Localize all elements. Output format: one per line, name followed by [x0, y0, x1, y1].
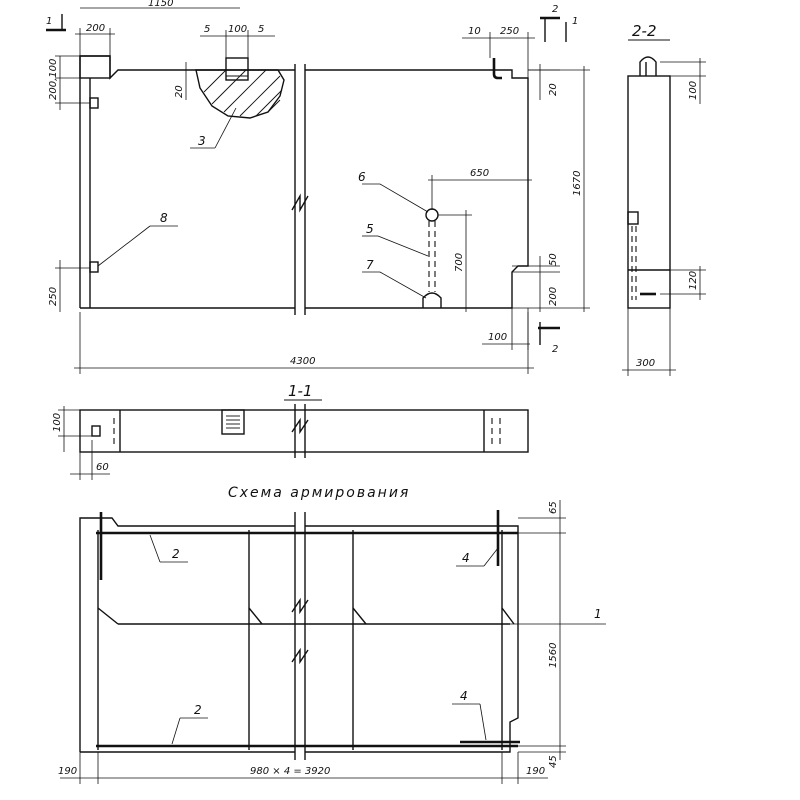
section-1-1-socket: [221, 409, 245, 435]
main-front-view: [79, 55, 529, 315]
dim-650: 650: [470, 168, 489, 179]
embedded-plate-bottom: [89, 261, 99, 273]
scheme-title: Схема армирования: [228, 485, 410, 501]
dim-span: 980 × 4 = 3920: [250, 766, 330, 777]
embedded-plate-top: [89, 97, 99, 109]
dim-10: 10: [468, 26, 481, 37]
callout-8: 8: [160, 211, 168, 225]
dim-1-1-60: 60: [96, 462, 109, 473]
section-2-2-view: 2-2 100 120 300: [622, 22, 706, 376]
dim-200-right: 200: [548, 287, 559, 306]
section-1-1-view: 1-1 100 60: [52, 382, 529, 480]
callout-6: 6: [358, 170, 366, 184]
section-1-1-title: 1-1: [288, 382, 313, 400]
hatched-pocket: [195, 69, 285, 119]
scheme-outline: [79, 517, 519, 753]
section-mark-2-top: 2: [552, 4, 558, 15]
dim-100-top: 100: [228, 24, 247, 35]
dim-250-top: 250: [500, 26, 519, 37]
section-1-1-outline: [79, 409, 529, 453]
section-2-2-title: 2-2: [632, 22, 657, 40]
section-mark-1-left: 1: [46, 16, 52, 27]
dim-20-left: 20: [174, 85, 185, 98]
dim-2-2-120: 120: [688, 271, 699, 290]
dim-65: 65: [548, 501, 559, 514]
section-2-2-loop: [639, 56, 657, 76]
callout-7: 7: [366, 258, 374, 272]
callout-4-bottom: 4: [460, 689, 468, 703]
dim-200-100: 200,100: [48, 59, 59, 100]
dim-1-1-100: 100: [52, 413, 63, 432]
section-markers: 1 2 1 2: [46, 4, 578, 355]
callout-5: 5: [366, 222, 374, 236]
callout-2-bottom: 2: [194, 703, 202, 717]
pipe-top-socket: [425, 208, 439, 222]
callout-3: 3: [198, 134, 206, 148]
section-mark-1-right: 1: [572, 16, 578, 27]
pipe-base: [422, 292, 442, 308]
dim-100-bottom: 100: [488, 332, 507, 343]
dim-5-left: 5: [204, 24, 210, 35]
lifting-loop-socket: [225, 57, 249, 81]
section-2-2-outline: [627, 75, 671, 309]
dim-2-2-100: 100: [688, 81, 699, 100]
dim-700: 700: [454, 253, 465, 272]
callout-1: 1: [594, 607, 602, 621]
dim-50: 50: [548, 253, 559, 266]
dim-1560: 1560: [548, 643, 559, 668]
dim-20-right: 20: [548, 83, 559, 96]
left-top-notch: [79, 55, 111, 79]
main-dimensions: 1150 200 5 100 5 10 250 200,100 20 20: [48, 0, 590, 374]
section-mark-2-bottom: 2: [552, 344, 558, 355]
dim-200-top: 200: [86, 23, 105, 34]
right-top-hook: [492, 58, 502, 80]
dim-45: 45: [548, 755, 559, 768]
break-zigzag: [291, 193, 309, 213]
dim-1150: 1150: [148, 0, 173, 9]
dim-2-2-300: 300: [636, 358, 655, 369]
callout-2-top: 2: [172, 547, 180, 561]
dim-5-right: 5: [258, 24, 264, 35]
callout-4-top: 4: [462, 551, 470, 565]
main-callouts: 3 6 5 7 8: [97, 107, 429, 299]
dim-250-left: 250: [48, 287, 59, 306]
dim-190-left: 190: [58, 766, 77, 777]
dim-4300: 4300: [290, 356, 315, 367]
dim-1670: 1670: [572, 171, 583, 196]
reinforcement-scheme: Схема армирования 65 1560: [58, 485, 606, 784]
dim-190-right: 190: [526, 766, 545, 777]
